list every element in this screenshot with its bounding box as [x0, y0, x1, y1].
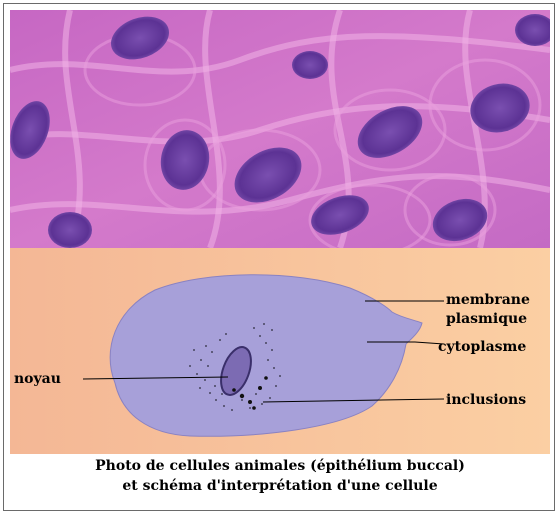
label-inclusions: inclusions: [446, 392, 526, 408]
label-cytoplasme: cytoplasme: [438, 339, 526, 355]
cell-schema: membrane plasmique cytoplasme noyau incl…: [10, 248, 550, 454]
label-membrane-line2: plasmique: [446, 311, 527, 327]
label-noyau: noyau: [14, 371, 61, 387]
figure-caption: Photo de cellules animales (épithélium b…: [0, 456, 560, 496]
micrograph-photo: [10, 10, 550, 248]
caption-line-2: et schéma d'interprétation d'une cellule: [0, 476, 560, 496]
caption-line-1: Photo de cellules animales (épithélium b…: [0, 456, 560, 476]
label-membrane-line1: membrane: [446, 292, 530, 308]
